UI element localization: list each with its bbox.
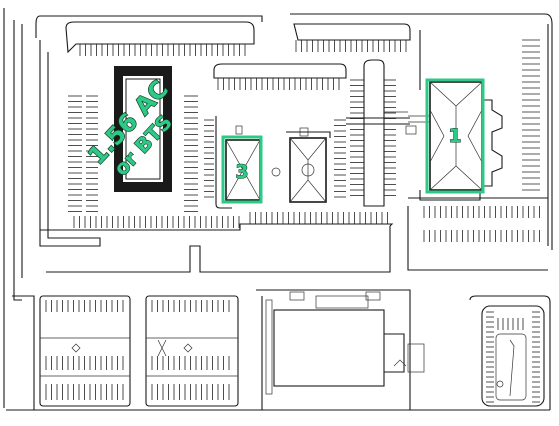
pad-highlights — [221, 78, 485, 204]
pad-3-highlight — [221, 135, 263, 204]
south-building — [265, 291, 425, 395]
southeast-lot — [481, 305, 545, 407]
site-boundary-lines — [3, 8, 553, 411]
south-parking-islands — [39, 295, 239, 407]
pad-3-label: 3 — [235, 161, 248, 183]
center-building — [271, 127, 331, 203]
drive-aisle — [346, 111, 410, 125]
pad-1-label: 1 — [448, 125, 461, 147]
landscape-islands — [39, 21, 548, 273]
parking-stalls — [45, 39, 540, 403]
pad-1-highlight — [425, 78, 485, 194]
bts-building — [114, 66, 172, 192]
